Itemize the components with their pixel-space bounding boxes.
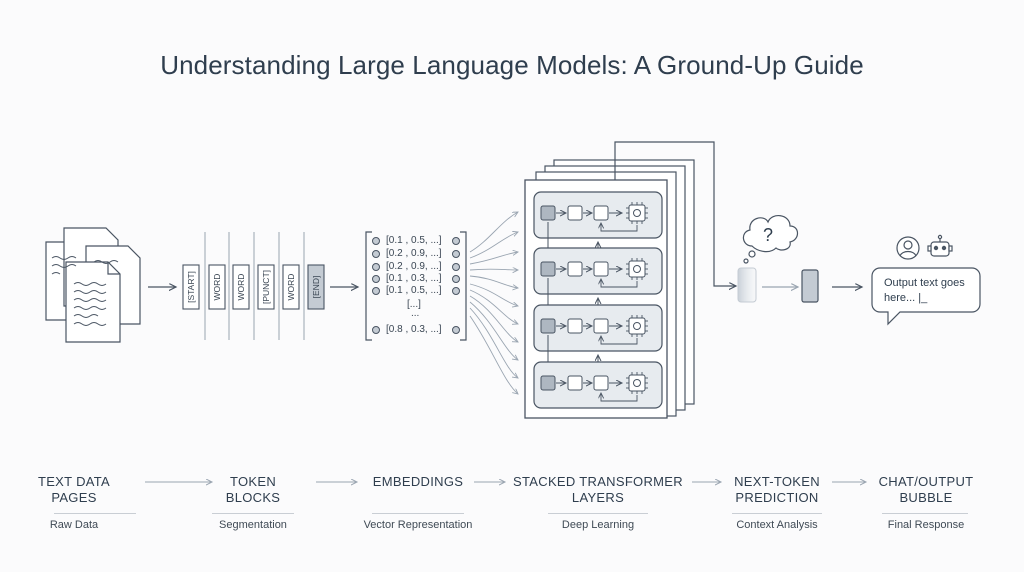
candidate-token-blurred <box>737 267 757 303</box>
layer-node <box>593 375 609 391</box>
diagram-title: Understanding Large Language Models: A G… <box>160 50 864 80</box>
layer-input-node <box>540 261 556 277</box>
chip-icon <box>628 204 646 222</box>
stage-divider <box>212 513 294 514</box>
next-token-block <box>801 269 819 303</box>
token-label: [PUNCT] <box>261 270 271 304</box>
token-label: [END] <box>311 275 321 299</box>
token-block <box>257 264 275 310</box>
chip-core <box>633 265 641 273</box>
document-stack-icon <box>45 227 141 343</box>
token-label: WORD <box>236 273 246 301</box>
embedding-ellipsis: ... <box>411 308 420 319</box>
fan-arrows <box>469 212 518 394</box>
layer-node <box>567 261 583 277</box>
embedding-row: [0.1 , 0.3, ...] <box>386 273 442 284</box>
user-icon <box>896 236 920 260</box>
layer-node <box>593 261 609 277</box>
stage-divider <box>882 513 968 514</box>
stage-divider <box>372 513 464 514</box>
layer-loop-arrow <box>601 279 638 288</box>
token-block <box>182 264 200 310</box>
stage-sub-deep-learning: Deep Learning <box>561 519 635 531</box>
layer-input-node <box>540 205 556 221</box>
stage-sub-segmentation: Segmentation <box>219 519 287 531</box>
stage-sub-context: Context Analysis <box>736 519 818 531</box>
token-block <box>282 264 300 310</box>
layer-input-node <box>540 375 556 391</box>
layer-node <box>593 205 609 221</box>
chip-core <box>633 322 641 330</box>
chip-icon <box>628 260 646 278</box>
token-block <box>232 264 250 310</box>
stage-label-text-data: TEXT DATA PAGES <box>37 474 111 505</box>
token-block <box>208 264 226 310</box>
token-label: WORD <box>212 273 222 301</box>
token-blocks <box>204 232 305 340</box>
layer-node <box>593 318 609 334</box>
embedding-row: [0.1 , 0.5, ...] <box>386 285 442 296</box>
token-label: WORD <box>286 273 296 301</box>
layer-loop-arrow <box>601 393 638 402</box>
embedding-panel <box>365 231 467 341</box>
output-bubble <box>871 267 981 326</box>
embedding-row: [0.8 , 0.3, ...] <box>386 324 442 335</box>
layer-loop-arrow <box>601 223 638 232</box>
stage-sub-vector: Vector Representation <box>363 519 473 531</box>
embedding-row: [0.1 , 0.5, ...] <box>386 235 442 246</box>
output-text: Output text goes here... |_ <box>884 277 965 304</box>
layer-input-node <box>540 318 556 334</box>
token-block <box>307 264 325 310</box>
layer-node <box>567 375 583 391</box>
layer-node <box>567 318 583 334</box>
layer-node <box>567 205 583 221</box>
stage-divider <box>54 513 136 514</box>
layer-loop-arrow <box>601 336 638 345</box>
stage-divider <box>548 513 648 514</box>
chip-icon <box>628 374 646 392</box>
stage-label-prediction: NEXT-TOKEN PREDICTION <box>734 474 820 505</box>
embedding-row: [0.2 , 0.9, ...] <box>386 261 442 272</box>
robot-icon <box>927 234 953 257</box>
stage-sub-final: Final Response <box>887 519 965 531</box>
chip-core <box>633 209 641 217</box>
thought-cloud-icon <box>742 215 799 264</box>
stage-sub-raw-data: Raw Data <box>49 519 99 531</box>
question-mark: ? <box>763 225 774 245</box>
stage-divider <box>732 513 822 514</box>
stage-label-embeddings: EMBEDDINGS <box>372 474 464 489</box>
stage-label-token-blocks: TOKEN BLOCKS <box>225 474 281 505</box>
token-label: [START] <box>186 271 196 303</box>
embedding-row: [0.2 , 0.9, ...] <box>386 248 442 259</box>
stage-label-transformer: STACKED TRANSFORMER LAYERS <box>513 474 683 505</box>
embedding-ellipsis-bracket: [...] <box>407 299 421 310</box>
stage-label-output: CHAT/OUTPUT BUBBLE <box>878 474 974 505</box>
chip-core <box>633 379 641 387</box>
chip-icon <box>628 317 646 335</box>
